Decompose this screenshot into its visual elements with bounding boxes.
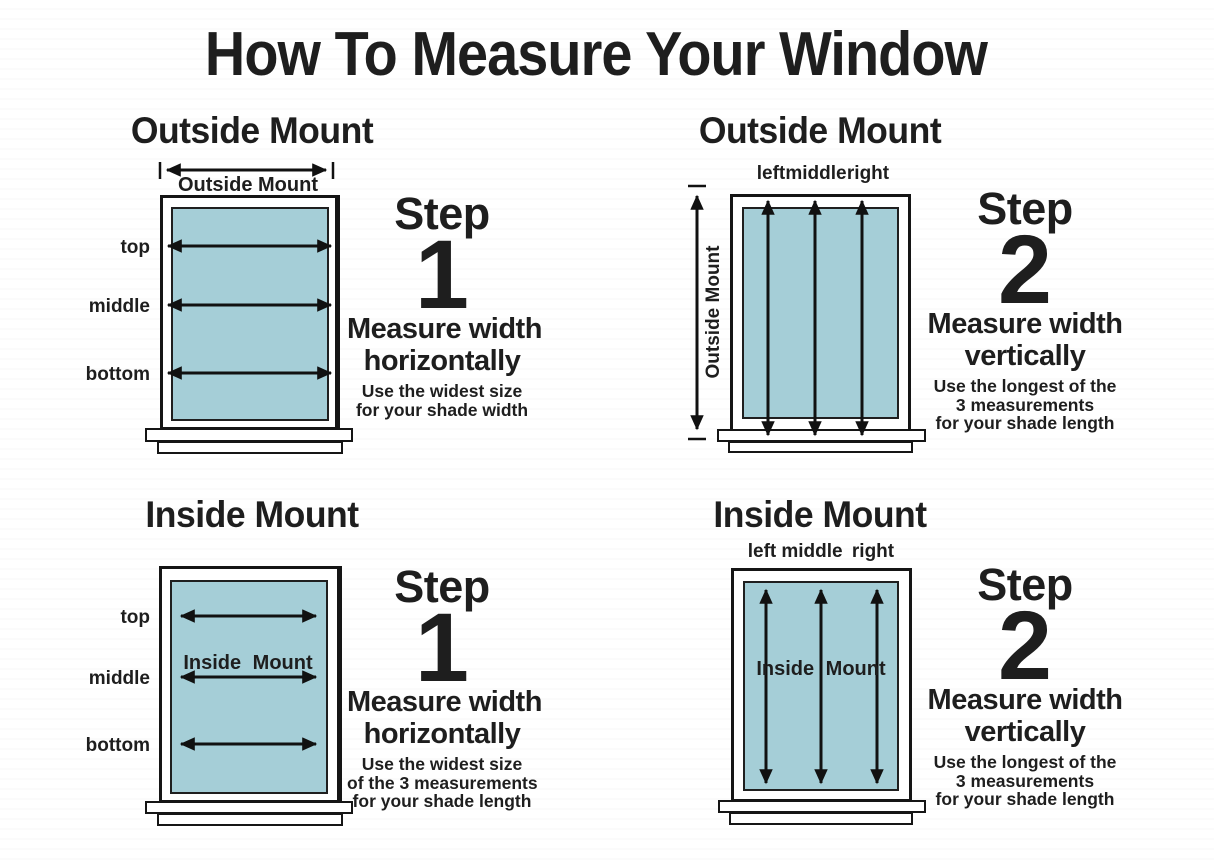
step-instruction-2: vertically — [964, 340, 1086, 372]
quadrant-heading: Outside Mount — [698, 110, 942, 151]
step-note-line: Use the widest size — [361, 381, 523, 401]
step-number: 1 — [415, 593, 469, 702]
window-sill-bottom — [729, 812, 913, 825]
window-sill-bottom — [728, 441, 913, 453]
step-note-line: Use the longest of the — [933, 376, 1117, 396]
measure-arrow-caption: Outside Mount — [178, 174, 318, 196]
step-instruction-2: horizontally — [363, 345, 521, 377]
step-word: Step — [394, 561, 490, 612]
step-instruction-1: Measure width — [927, 684, 1123, 716]
row-label-bottom: bottom — [85, 735, 150, 756]
step-note-line: 3 measurements — [955, 770, 1095, 791]
measure-arrow-caption-vertical: Outside Mount — [703, 245, 724, 379]
window-sill-bottom — [157, 813, 343, 826]
col-label-right: right — [846, 163, 890, 184]
col-label-left: left — [756, 163, 786, 184]
step-instruction-1: Measure width — [347, 313, 542, 345]
step-block: Step 1 Measure width horizontally Use th… — [347, 188, 542, 419]
row-label-top: top — [120, 607, 150, 628]
step-note-line: Use the widest size — [361, 754, 523, 774]
step-instruction-1: Measure width — [347, 686, 542, 718]
step-word: Step — [394, 188, 490, 239]
step-number: 1 — [415, 220, 469, 329]
window-sill-top — [145, 428, 353, 442]
col-label-left: left — [747, 541, 777, 562]
step-note-line: for your shade length — [935, 789, 1115, 809]
window-pane — [743, 581, 899, 791]
window-sill-bottom — [157, 441, 343, 454]
window-pane — [170, 580, 328, 794]
step-note-line: for your shade length — [352, 791, 532, 811]
window-pane — [171, 207, 329, 421]
step-note-line: of the 3 measurements — [347, 772, 538, 793]
quadrant-heading: Inside Mount — [145, 494, 359, 535]
window-pane — [742, 207, 899, 419]
step-note-line: for your shade width — [355, 399, 529, 420]
step-note-line: Use the longest of the — [933, 752, 1117, 772]
step-block: Step 1 Measure width horizontally Use th… — [347, 561, 542, 811]
inner-mount-label: Inside Mount — [756, 658, 886, 680]
step-block: Step 2 Measure width vertically Use the … — [925, 186, 1125, 433]
col-label-middle: middle — [785, 163, 847, 184]
step-word: Step — [977, 559, 1073, 610]
step-instruction-2: vertically — [964, 716, 1086, 748]
page-title: How To Measure Your Window — [204, 20, 988, 89]
step-notes: Use the widest size for your shade width — [347, 382, 537, 419]
quadrant-heading: Inside Mount — [713, 494, 927, 535]
row-label-middle: middle — [88, 668, 150, 689]
step-word: Step — [977, 183, 1073, 234]
step-block: Step 2 Measure width vertically Use the … — [925, 562, 1125, 809]
inner-mount-label: Inside Mount — [183, 652, 313, 674]
col-label-right: right — [851, 541, 895, 562]
step-instruction-1: Measure width — [927, 308, 1123, 340]
row-label-bottom: bottom — [85, 364, 150, 385]
step-number: 2 — [998, 591, 1052, 700]
step-number: 2 — [998, 215, 1052, 324]
col-label-middle: middle — [781, 541, 843, 562]
quadrant-heading: Outside Mount — [130, 110, 374, 151]
step-note-line: 3 measurements — [955, 394, 1095, 415]
step-instruction-2: horizontally — [363, 718, 521, 750]
step-notes: Use the longest of the 3 measurements fo… — [925, 377, 1125, 433]
step-note-line: for your shade length — [935, 413, 1115, 433]
row-label-middle: middle — [88, 296, 150, 317]
step-notes: Use the longest of the 3 measurements fo… — [925, 753, 1125, 809]
step-notes: Use the widest size of the 3 measurement… — [347, 754, 538, 811]
row-label-top: top — [120, 237, 150, 258]
